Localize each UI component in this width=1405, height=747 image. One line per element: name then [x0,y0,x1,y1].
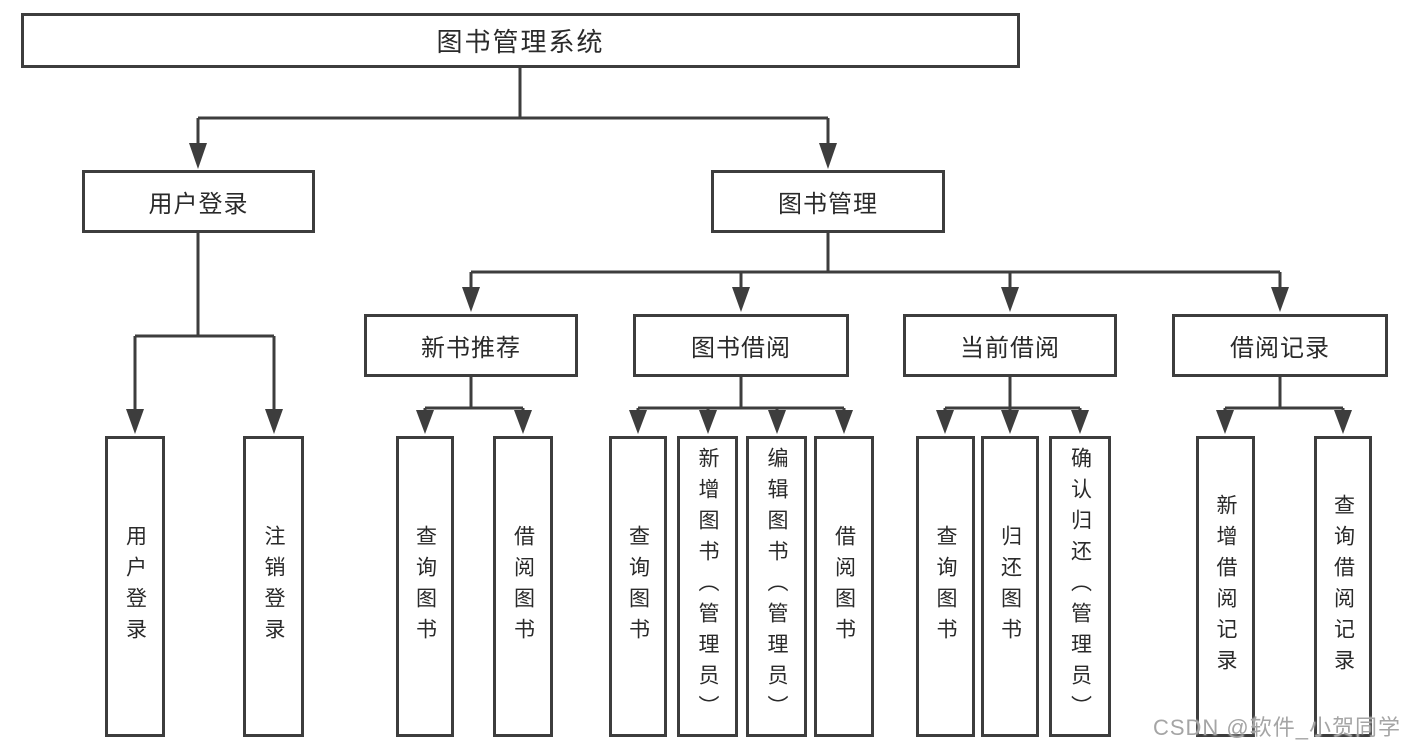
leaf-return-books: 归还图书 [981,436,1039,737]
node-label: 新书推荐 [421,335,521,362]
node-current-borrow: 当前借阅 [903,314,1117,377]
node-label: 借阅图书 [832,524,856,649]
node-book-management-group: 图书管理 [711,170,945,233]
node-book-borrow: 图书借阅 [633,314,849,377]
leaf-query-borrow-record: 查询借阅记录 [1314,436,1372,737]
leaf-query-books-current: 查询图书 [916,436,975,737]
node-label: 新增图书（管理员） [696,447,719,726]
node-label: 借阅记录 [1230,335,1330,362]
node-label: 图书管理 [778,191,878,218]
leaf-edit-books-admin: 编辑图书（管理员） [746,436,807,737]
leaf-user-login: 用户登录 [105,436,165,737]
leaf-borrow-books: 借阅图书 [814,436,874,737]
node-label: 图书借阅 [691,335,791,362]
node-system-root: 图书管理系统 [21,13,1020,68]
node-label: 确认归还（管理员） [1068,447,1092,726]
node-label: 借阅图书 [511,524,535,649]
node-borrow-records: 借阅记录 [1172,314,1388,377]
leaf-logout: 注销登录 [243,436,304,737]
node-label: 查询借阅记录 [1331,493,1355,680]
node-user-login-group: 用户登录 [82,170,315,233]
arrowheads [126,143,1352,434]
leaf-add-borrow-record: 新增借阅记录 [1196,436,1255,737]
node-label: 用户登录 [148,191,249,218]
node-label: 查询图书 [413,524,437,649]
node-label: 当前借阅 [960,335,1060,362]
node-label: 用户登录 [123,524,147,649]
leaf-query-books-recommend: 查询图书 [396,436,454,737]
leaf-add-books-admin: 新增图书（管理员） [677,436,738,737]
node-label: 注销登录 [262,524,285,649]
leaf-confirm-return-admin: 确认归还（管理员） [1049,436,1111,737]
node-label: 编辑图书（管理员） [765,447,788,726]
node-new-book-recommend: 新书推荐 [364,314,578,377]
node-label: 图书管理系统 [436,27,605,57]
node-label: 新增借阅记录 [1214,493,1237,680]
node-label: 查询图书 [934,524,957,649]
leaf-borrow-books-recommend: 借阅图书 [493,436,553,737]
leaf-query-books-borrow: 查询图书 [609,436,667,737]
node-label: 归还图书 [998,524,1022,649]
node-label: 查询图书 [626,524,650,649]
